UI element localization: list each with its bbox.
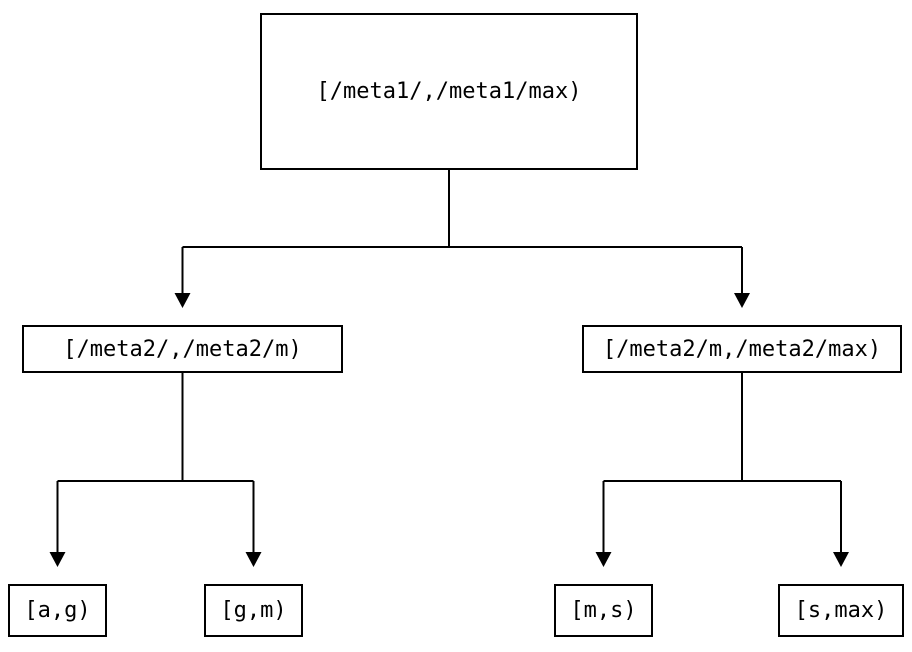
tree-node-a-g-label: [a,g) [24,598,91,623]
arrow-down-icon [734,293,750,308]
tree-node-meta2-left: [/meta2/,/meta2/m) [22,325,343,373]
arrow-down-icon [833,552,849,567]
tree-node-a-g: [a,g) [8,584,107,637]
tree-node-meta2-left-label: [/meta2/,/meta2/m) [63,336,302,362]
tree-node-g-m: [g,m) [204,584,303,637]
tree-node-m-s: [m,s) [554,584,653,637]
arrow-down-icon [49,552,66,567]
tree-node-meta2-right-label: [/meta2/m,/meta2/max) [602,336,882,362]
tree-node-meta2-right: [/meta2/m,/meta2/max) [582,325,902,373]
tree-node-s-max: [s,max) [778,584,904,637]
tree-node-root-label: [/meta1/,/meta1/max) [316,79,582,104]
arrow-down-icon [245,552,262,567]
arrow-down-icon [595,552,612,567]
tree-node-root: [/meta1/,/meta1/max) [260,13,638,170]
tree-node-s-max-label: [s,max) [794,598,888,623]
tree-node-m-s-label: [m,s) [570,598,637,623]
arrow-down-icon [174,293,191,308]
tree-node-g-m-label: [g,m) [220,598,287,623]
